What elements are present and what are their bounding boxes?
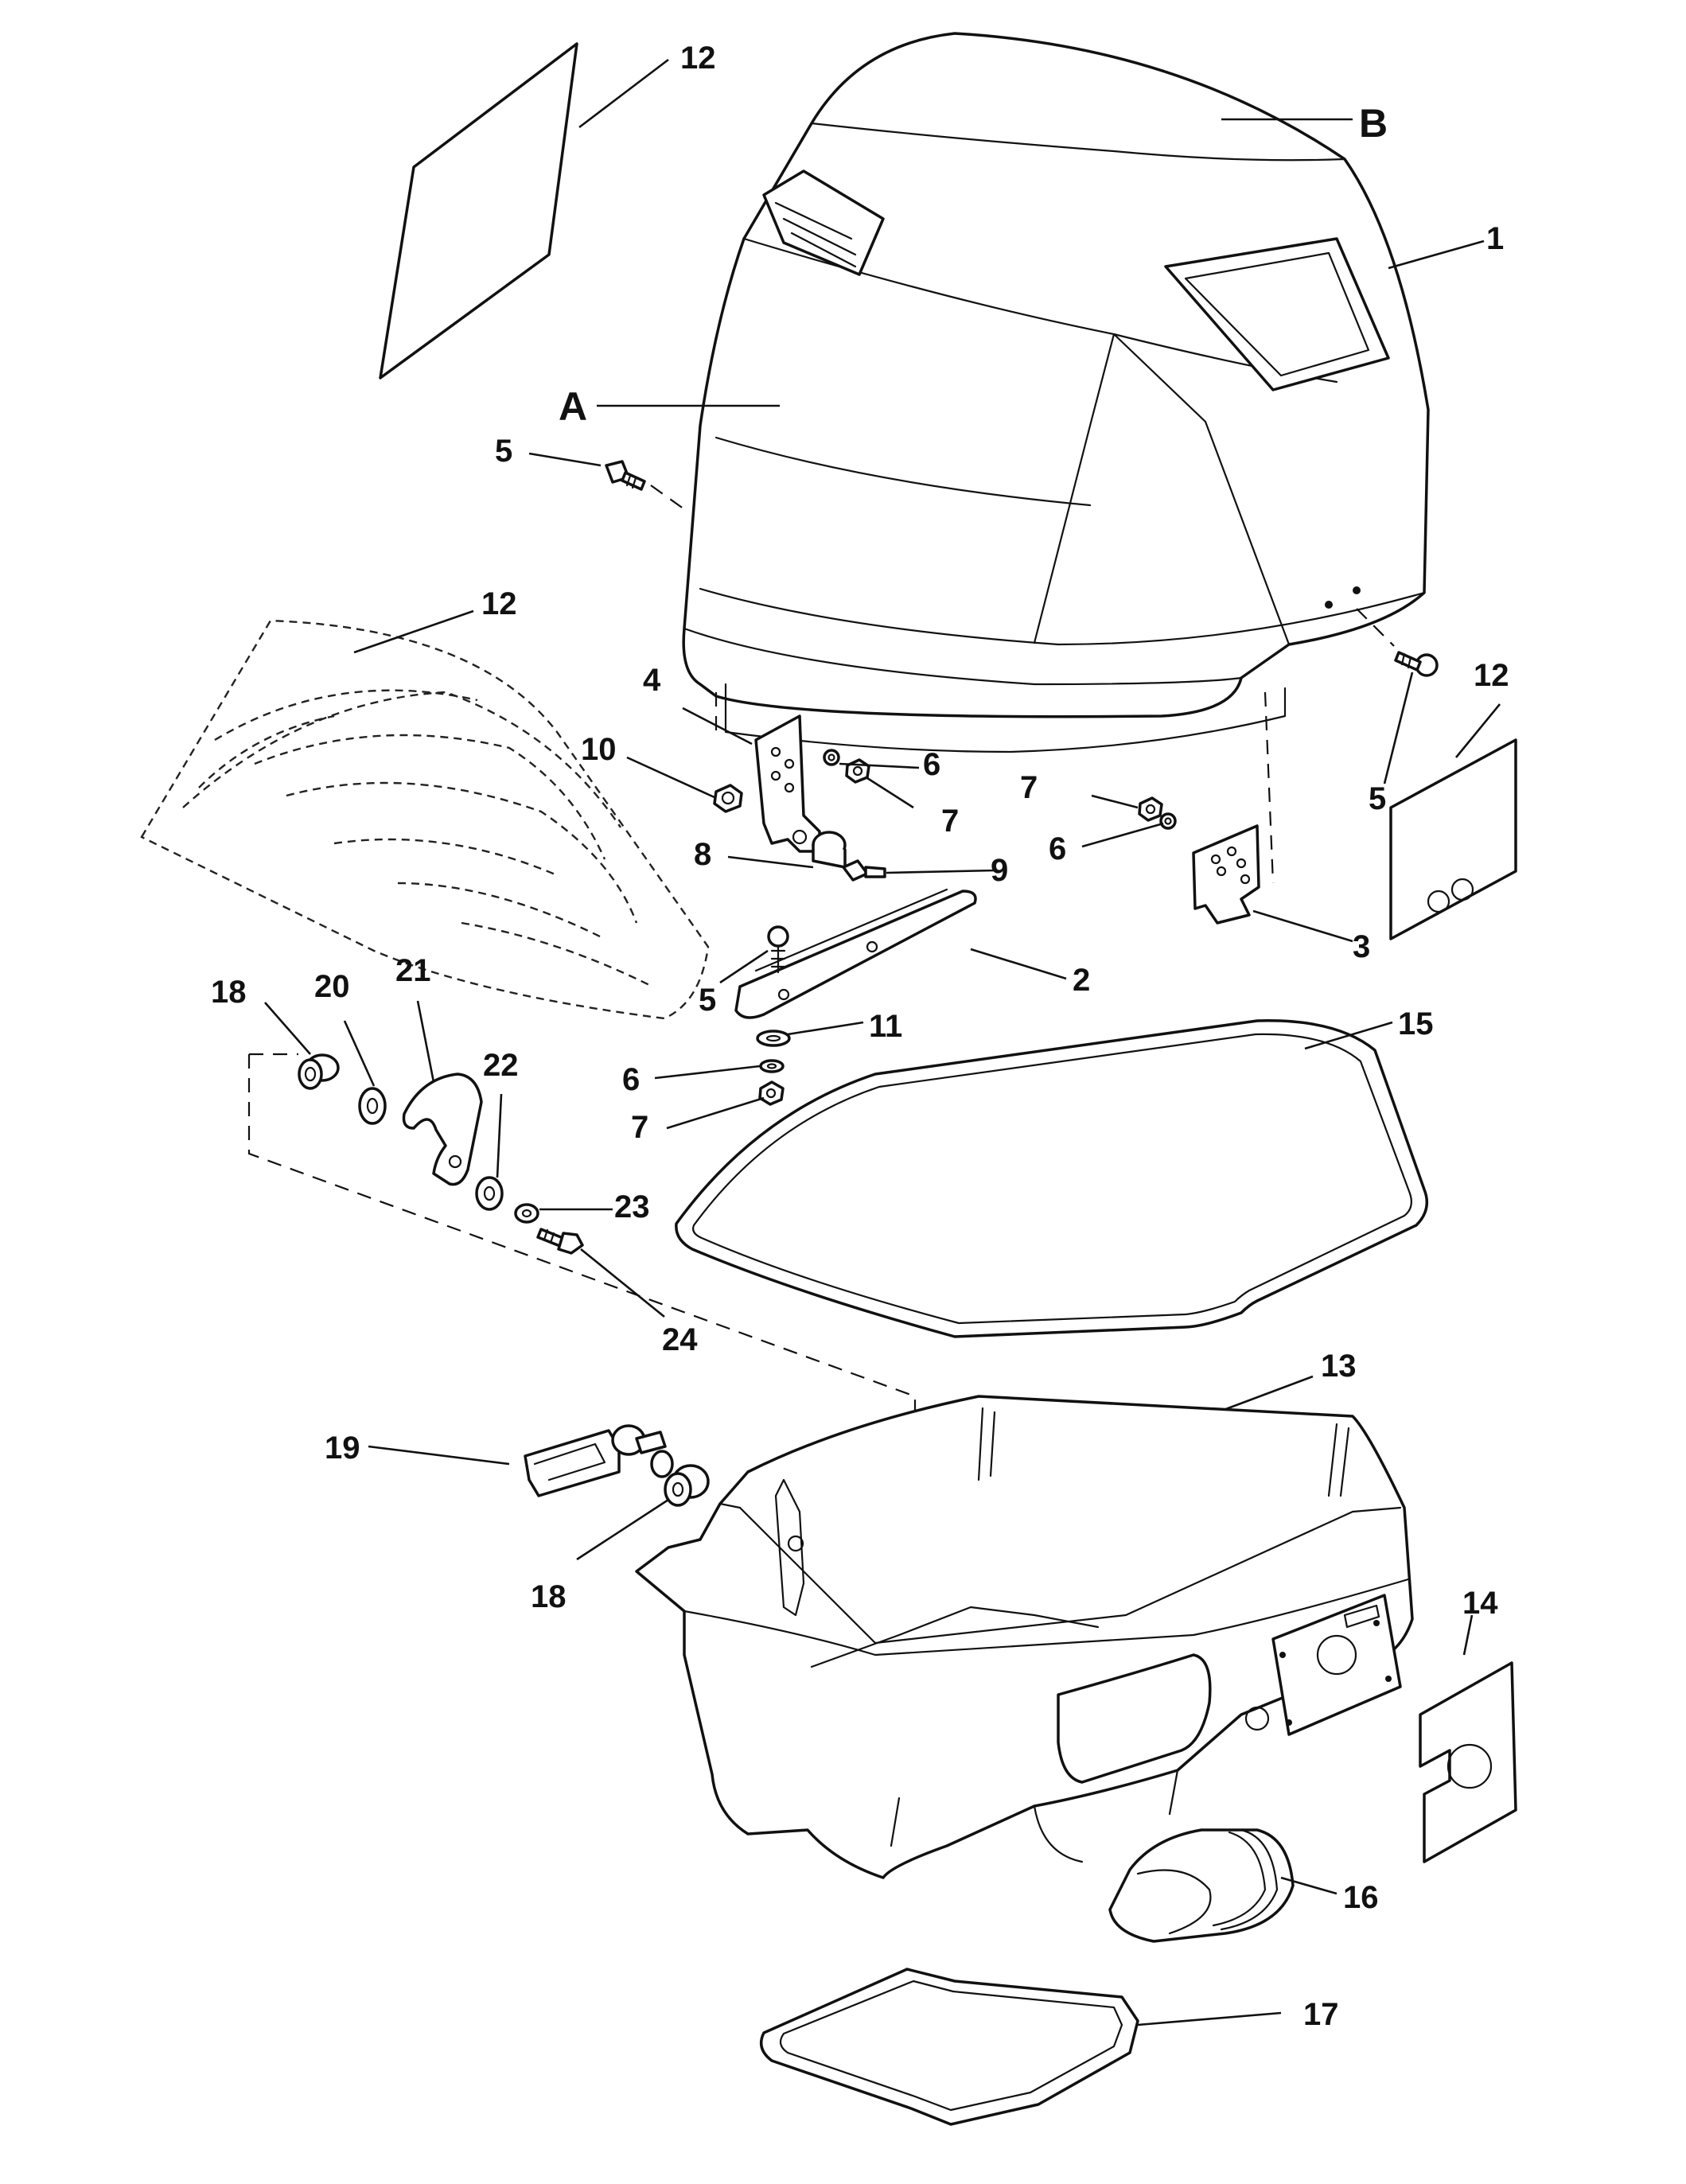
label-7-b: 7 <box>1020 770 1038 805</box>
seal-15 <box>675 1019 1429 1338</box>
label-5-mid: 5 <box>699 983 716 1018</box>
gasket-17 <box>759 1968 1139 2126</box>
leader-lines <box>264 58 1501 2026</box>
washer-23 <box>514 1203 539 1224</box>
label-18-top: 18 <box>211 975 247 1010</box>
label-12-mid: 12 <box>481 586 517 621</box>
label-6-a: 6 <box>923 747 940 782</box>
label-12-top: 12 <box>680 41 716 76</box>
decal-large-graphic <box>140 619 710 1020</box>
decal-side-right <box>1389 738 1517 940</box>
bushing-8 <box>812 831 847 869</box>
latch-bar-2 <box>734 888 977 1019</box>
label-12-right: 12 <box>1474 658 1509 693</box>
washer-6-right <box>1159 812 1177 830</box>
top-cowl <box>682 32 1430 753</box>
grommet-18-top <box>298 1053 340 1090</box>
label-4: 4 <box>643 663 661 698</box>
decal-top <box>379 42 578 380</box>
label-15: 15 <box>1398 1006 1434 1041</box>
grommet-18-bottom <box>664 1464 710 1507</box>
label-20: 20 <box>314 969 350 1004</box>
label-A: A <box>559 384 587 429</box>
label-18-bottom: 18 <box>531 1579 567 1614</box>
latch-lever-21 <box>402 1073 483 1186</box>
label-9: 9 <box>991 853 1008 888</box>
nut-7-right <box>1138 796 1163 822</box>
washer-6-lower <box>759 1059 785 1073</box>
bracket-3 <box>1192 824 1260 925</box>
bottom-cowl <box>635 1395 1414 1879</box>
label-10: 10 <box>581 732 617 767</box>
nut-7-lower <box>758 1080 785 1106</box>
label-3: 3 <box>1353 929 1370 964</box>
washer-20 <box>358 1087 387 1125</box>
label-23: 23 <box>614 1189 650 1224</box>
nut-7-upper <box>845 758 870 784</box>
washer-6-upper <box>823 749 840 766</box>
label-17: 17 <box>1303 1997 1339 2032</box>
washer-11 <box>756 1030 791 1047</box>
decal-lower-right <box>1419 1661 1517 1863</box>
bracket-4 <box>754 714 821 853</box>
screw-5-left <box>605 460 646 491</box>
label-21: 21 <box>395 953 431 988</box>
label-14: 14 <box>1462 1586 1498 1621</box>
label-7-a: 7 <box>941 804 959 839</box>
boot-16 <box>1108 1828 1295 1943</box>
label-6-b: 6 <box>1049 831 1066 866</box>
callout-labels: 12 B 1 A 5 12 12 5 4 10 6 7 7 6 8 9 3 2 … <box>211 41 1509 2032</box>
screw-9 <box>842 859 886 882</box>
label-5-right: 5 <box>1369 781 1386 816</box>
lever-19 <box>524 1424 674 1497</box>
label-6-c: 6 <box>622 1062 640 1097</box>
label-B: B <box>1359 101 1388 146</box>
screw-24 <box>536 1228 584 1255</box>
screw-5-right <box>1394 651 1439 677</box>
label-13: 13 <box>1321 1349 1357 1384</box>
label-8: 8 <box>694 837 711 872</box>
label-16: 16 <box>1343 1880 1379 1915</box>
label-7-c: 7 <box>631 1110 648 1145</box>
label-1: 1 <box>1486 221 1504 256</box>
label-2: 2 <box>1073 963 1090 998</box>
label-5-left: 5 <box>495 434 512 469</box>
label-11: 11 <box>869 1009 902 1044</box>
nut-10 <box>713 784 743 813</box>
label-22: 22 <box>483 1048 519 1083</box>
washer-22 <box>475 1176 504 1211</box>
label-24: 24 <box>662 1322 698 1357</box>
label-19: 19 <box>325 1431 360 1466</box>
stud-5-mid <box>767 925 789 974</box>
